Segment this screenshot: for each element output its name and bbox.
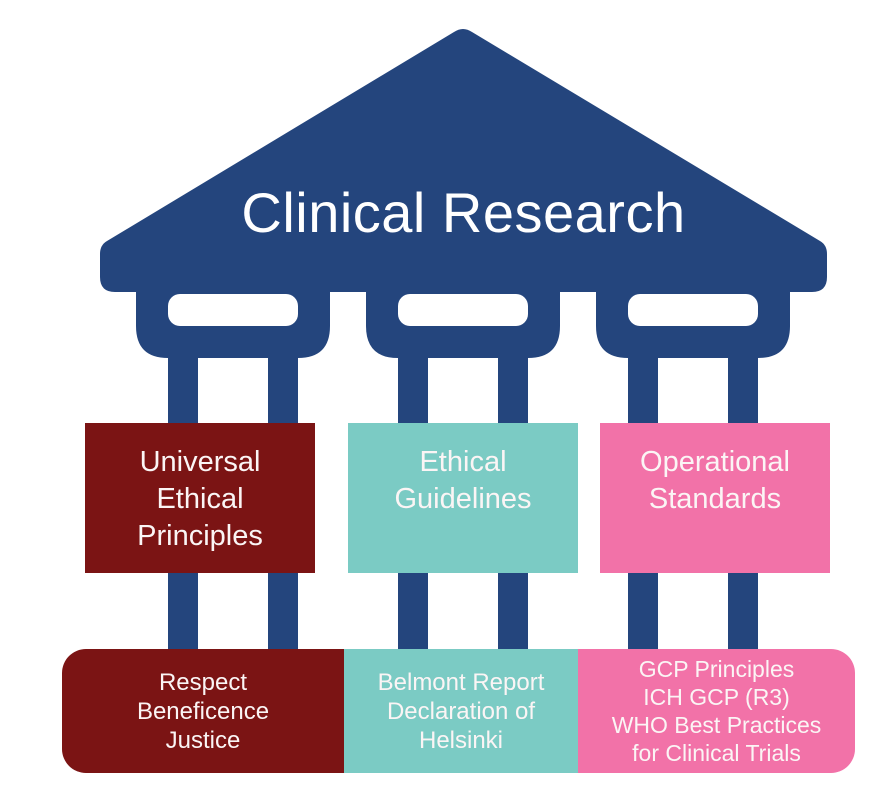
label-line: Principles: [137, 520, 263, 552]
label-line: Ethical: [419, 446, 507, 478]
base-line: Helsinki: [418, 726, 504, 754]
pillar-2-capital-notch: [398, 294, 528, 326]
base-box-ethical-guidelines: Belmont Report Declaration of Helsinki: [344, 649, 578, 773]
base-line: WHO Best Practices: [611, 712, 822, 738]
base-line: Declaration of: [386, 697, 536, 725]
diagram-title: Clinical Research: [241, 181, 686, 244]
pillar-3-capital-notch: [628, 294, 758, 326]
roof-pediment: [100, 29, 827, 292]
base-box-universal-ethical-principles: Respect Beneficence Justice: [62, 649, 344, 773]
base-line: Beneficence: [136, 697, 270, 725]
label-line: Standards: [648, 483, 782, 515]
base-line: GCP Principles: [638, 656, 795, 682]
base-bar: Respect Beneficence Justice Belmont Repo…: [62, 649, 855, 773]
label-line: Ethical: [156, 483, 244, 515]
base-line: Justice: [165, 726, 241, 754]
base-line: ICH GCP (R3): [643, 684, 790, 710]
base-box-operational-standards: GCP Principles ICH GCP (R3) WHO Best Pra…: [578, 649, 855, 773]
label-line: Universal: [139, 446, 261, 478]
label-line: Operational: [640, 446, 790, 478]
base-line: for Clinical Trials: [632, 740, 801, 766]
base-line: Belmont Report: [377, 668, 545, 696]
pillar-1-capital-notch: [168, 294, 298, 326]
label-line: Guidelines: [394, 483, 532, 515]
pillar-label-ethical-guidelines: Ethical Guidelines: [348, 423, 578, 573]
base-line: Respect: [158, 668, 248, 696]
pillar-label-universal-ethical-principles: Universal Ethical Principles: [85, 423, 315, 573]
capital-notches: [168, 294, 758, 326]
pillar-label-operational-standards: Operational Standards: [600, 423, 830, 573]
